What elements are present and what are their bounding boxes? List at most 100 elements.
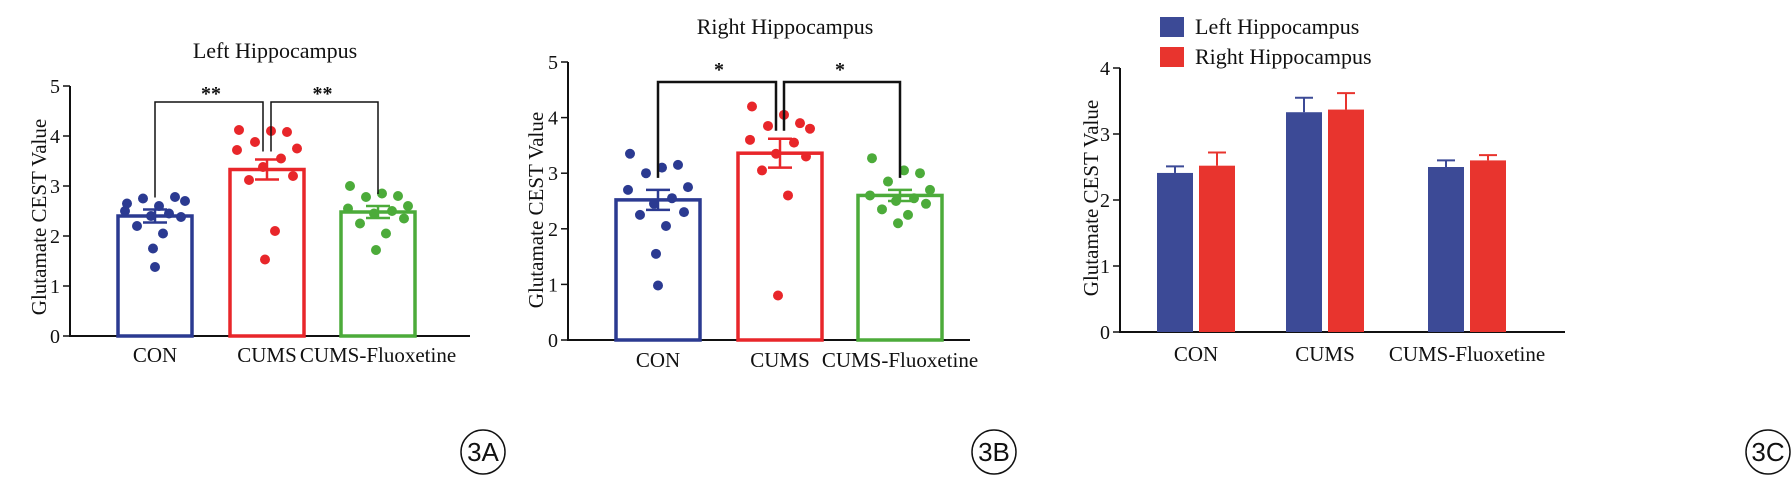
data-point <box>260 254 270 265</box>
data-point <box>667 193 677 204</box>
data-point <box>377 188 387 199</box>
bar-cums <box>736 151 824 342</box>
data-point <box>154 201 164 211</box>
data-point <box>258 162 268 172</box>
data-point <box>381 228 391 239</box>
significance-bracket <box>270 101 379 194</box>
y-tick-label: 3 <box>548 163 558 185</box>
y-tick-label: 2 <box>1100 190 1110 212</box>
panel-3b-ylabel: Glutamate CEST Value <box>524 112 548 308</box>
bar-left-con <box>1157 172 1193 332</box>
panel-3c-legend: Left Hippocampus Right Hippocampus <box>1160 14 1372 69</box>
data-point <box>771 148 781 159</box>
data-point <box>288 171 298 181</box>
data-point <box>120 206 130 216</box>
data-point <box>361 192 371 202</box>
panel-3c-badge: 3C <box>1745 429 1791 475</box>
data-point <box>877 204 887 215</box>
y-tick-label: 2 <box>548 219 558 241</box>
significance-bracket <box>154 101 264 198</box>
data-point <box>282 127 292 137</box>
legend-label-left: Left Hippocampus <box>1195 14 1359 39</box>
bar-right-cums <box>1328 109 1364 332</box>
data-point <box>903 209 913 220</box>
panel-3c-ylabel: Glutamate CEST Value <box>1079 100 1103 296</box>
data-point <box>651 248 661 259</box>
data-point <box>232 145 242 155</box>
data-point <box>747 101 757 112</box>
significance-label: ** <box>313 83 333 105</box>
x-category-label: CUMS-Fluoxetine <box>822 348 978 372</box>
data-point <box>132 221 142 231</box>
panel-3a-title: Left Hippocampus <box>193 38 357 63</box>
bar-right-con <box>1199 165 1235 332</box>
data-point <box>403 201 413 211</box>
data-point <box>909 193 919 204</box>
y-tick-label: 3 <box>50 176 60 198</box>
data-point <box>343 203 353 214</box>
data-point <box>773 290 783 301</box>
data-point <box>795 118 805 129</box>
panel-3a: Left Hippocampus Glutamate CEST Value 01… <box>27 38 506 475</box>
significance-label: * <box>835 59 845 81</box>
panel-3a-badge: 3A <box>460 429 506 475</box>
data-point <box>683 182 693 193</box>
data-point <box>146 211 156 221</box>
y-tick-label: 0 <box>548 330 558 352</box>
data-point <box>393 191 403 201</box>
y-tick-label: 1 <box>548 274 558 296</box>
data-point <box>921 198 931 209</box>
x-category-label: CUMS-Fluoxetine <box>1389 342 1545 366</box>
panel-3a-badge-label: 3A <box>467 437 499 467</box>
panel-3b-badge-circle <box>971 429 1017 475</box>
x-category-label: CON <box>636 348 680 372</box>
bar-right-cums-fluoxetine <box>1470 160 1506 332</box>
bar-cums-fluoxetine <box>856 193 944 342</box>
significance-bracket <box>656 80 778 178</box>
legend-swatch-left <box>1160 17 1184 37</box>
data-point <box>345 181 355 191</box>
data-point <box>164 208 174 219</box>
significance-label: ** <box>201 83 221 105</box>
bar-con <box>614 198 702 342</box>
bar-left-cums-fluoxetine <box>1428 167 1464 332</box>
data-point <box>371 245 381 255</box>
data-point <box>122 198 132 209</box>
data-point <box>865 190 875 201</box>
legend-label-right: Right Hippocampus <box>1195 44 1372 69</box>
data-point <box>625 148 635 159</box>
x-category-label: CON <box>133 343 177 367</box>
data-point <box>387 206 397 216</box>
panel-3c: Glutamate CEST Value Left Hippocampus Ri… <box>1079 14 1791 475</box>
panel-3a-ylabel: Glutamate CEST Value <box>27 119 51 315</box>
data-point <box>783 190 793 201</box>
data-point <box>891 196 901 206</box>
data-point <box>925 184 935 195</box>
y-tick-label: 2 <box>50 226 60 248</box>
data-point <box>757 165 767 176</box>
data-point <box>369 208 379 219</box>
y-tick-label: 0 <box>1100 322 1110 344</box>
data-point <box>150 262 160 272</box>
data-point <box>745 134 755 145</box>
data-point <box>176 212 186 222</box>
data-point <box>234 125 244 135</box>
data-point <box>657 162 667 173</box>
data-point <box>148 243 158 254</box>
x-category-label: CUMS-Fluoxetine <box>300 343 456 367</box>
bar-left-cums <box>1286 112 1322 332</box>
panel-3a-badge-circle <box>460 429 506 475</box>
panel-3b: Right Hippocampus Glutamate CEST Value 0… <box>524 14 1017 475</box>
data-point <box>789 137 799 148</box>
panel-3b-title: Right Hippocampus <box>697 14 874 39</box>
data-point <box>623 184 633 195</box>
legend-swatch-right <box>1160 47 1184 67</box>
data-point <box>673 159 683 170</box>
x-category-label: CUMS <box>1295 342 1355 366</box>
x-category-label: CON <box>1174 342 1218 366</box>
data-point <box>399 213 409 224</box>
data-point <box>801 151 811 162</box>
